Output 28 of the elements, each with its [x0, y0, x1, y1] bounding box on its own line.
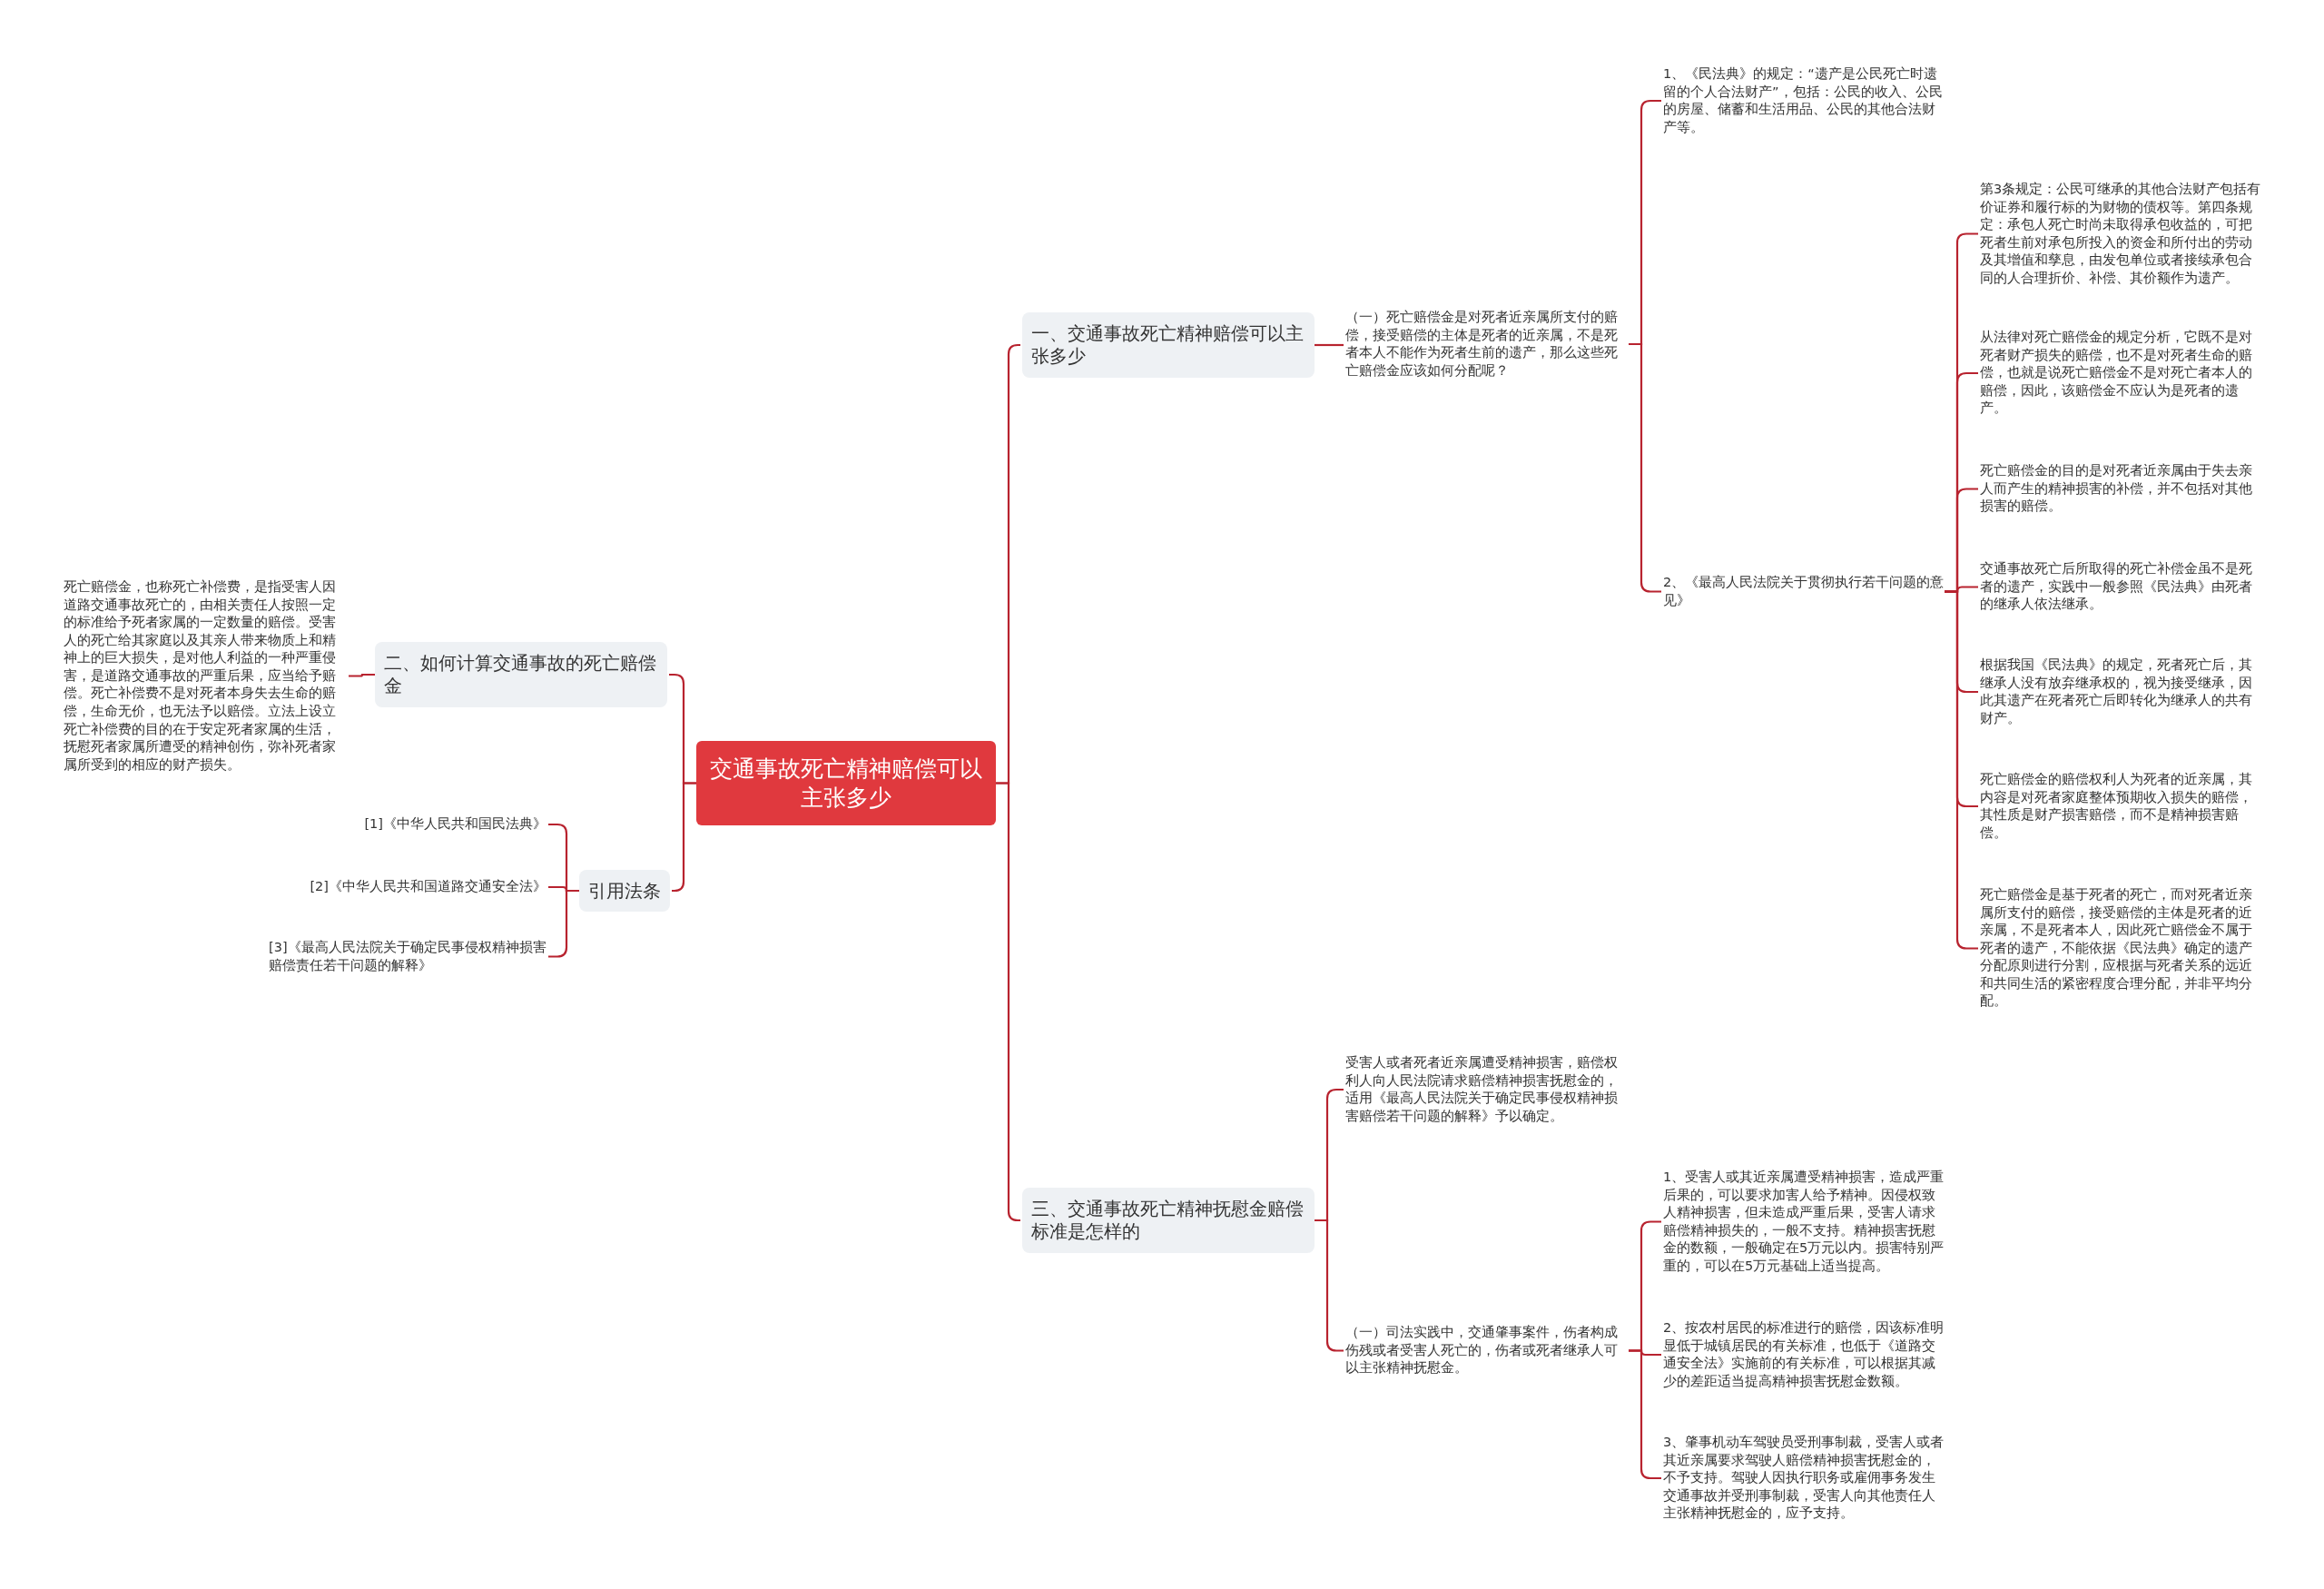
topic-box: 引用法条 — [579, 870, 670, 912]
connector-line — [1315, 343, 1344, 347]
note-text: 死亡赔偿金是基于死者的死亡，而对死者近亲属所支付的赔偿，接受赔偿的主体是死者的近亲属，不是死者本人，因此死亡赔偿金不属于死者的遗产，不能依据《民法典》确定的遗产分配原则进行分割，应根据与死者关系的远近和共同生活的紧密程度合理分配，并非平均分配。 — [1980, 886, 2263, 1011]
note-text: [3]《最高人民法院关于确定民事侵权精神损害赔偿责任若干问题的解释》 — [269, 939, 547, 975]
note-text: [1]《中华人民共和国民法典》 — [309, 815, 547, 834]
central-topic: 交通事故死亡精神赔偿可以主张多少 — [696, 741, 996, 825]
note-text: 受害人或者死者近亲属遭受精神损害，赔偿权利人向人民法院请求赔偿精神损害抚慰金的，适用《最高人民法院关于确定民事侵权精神损害赔偿若干问题的解释》予以确定。 — [1345, 1054, 1629, 1126]
note-text: （一）司法实践中，交通肇事案件，伤者构成伤残或者受害人死亡的，伤者或死者继承人可以主张精神抚慰金。 — [1345, 1324, 1629, 1377]
note-text: 3、肇事机动车驾驶员受刑事制裁，受害人或者其近亲属要求驾驶人赔偿精神损害抚慰金的，不予支持。驾驶人因执行职务或雇佣事务发生交通事故并受刑事制裁，受害人向其他责任人主张精神抚慰金的，应予支持。 — [1663, 1434, 1945, 1523]
note-text: 1、《民法典》的规定：“遗产是公民死亡时遗留的个人合法财产”，包括：公民的收入、公民的房屋、储蓄和生活用品、公民的其他合法财产等。 — [1663, 65, 1945, 137]
note-text: 1、受害人或其近亲属遭受精神损害，造成严重后果的，可以要求加害人给予精神。因侵权致人精神损害，但未造成严重后果，受害人请求赔偿精神损失的，一般不支持。精神损害抚慰金的数额，一般确定在5万元以内。损害特别严重的，可以在5万元基础上适当提高。 — [1663, 1169, 1945, 1276]
note-text: 2、按农村居民的标准进行的赔偿，因该标准明显低于城镇居民的有关标准，也低于《道路交通安全法》实施前的有关标准，可以根据其减少的差距适当提高精神损害抚慰金数额。 — [1663, 1319, 1945, 1391]
note-text: 第3条规定：公民可继承的其他合法财产包括有价证券和履行标的为财物的债权等。第四条规定：承包人死亡时尚未取得承包收益的，可把死者生前对承包所投入的资金和所付出的劳动及其增值和孳息，由发包单位或者接续承包合同的人合理折价、补偿、其价额作为遗产。 — [1980, 181, 2263, 288]
note-text: 2、《最高人民法院关于贯彻执行若干问题的意见》 — [1663, 574, 1945, 610]
note-text: （一）死亡赔偿金是对死者近亲属所支付的赔偿，接受赔偿的主体是死者的近亲属，不是死者本人不能作为死者生前的遗产，那么这些死亡赔偿金应该如何分配呢？ — [1345, 309, 1629, 380]
connector-line — [672, 782, 696, 893]
note-text: 死亡赔偿金，也称死亡补偿费，是指受害人因道路交通事故死亡的，由相关责任人按照一定的标准给予死者家属的一定数量的赔偿。受害人的死亡给其家庭以及其亲人带来物质上和精神上的巨大损失，是对他人利益的一种严重侵害，是道路交通事故的严重后果，应当给予赔偿。死亡补偿费不是对死者本身失去生命的赔偿，生命无价，也无法予以赔偿。立法上设立死亡补偿费的目的在于安定死者家属的生活，抚慰死者家属所遭受的精神创伤，弥补死者家属所受到的相应的财产损失。 — [64, 578, 347, 775]
note-text: 交通事故死亡后所取得的死亡补偿金虽不是死者的遗产，实践中一般参照《民法典》由死者的继承人依法继承。 — [1980, 560, 2263, 614]
connector-line — [349, 673, 375, 677]
note-text: [2]《中华人民共和国道路交通安全法》 — [272, 878, 547, 896]
note-text: 死亡赔偿金的目的是对死者近亲属由于失去亲人而产生的精神损害的补偿，并不包括对其他损害的赔偿。 — [1980, 462, 2263, 516]
connector-line — [996, 782, 1021, 1222]
topic-box: 一、交通事故死亡精神赔偿可以主张多少 — [1022, 312, 1315, 378]
note-text: 从法律对死亡赔偿金的规定分析，它既不是对死者财产损失的赔偿，也不是对死者生命的赔偿，也就是说死亡赔偿金不是对死亡者本人的赔偿，因此，该赔偿金不应认为是死者的遗产。 — [1980, 329, 2263, 418]
note-text: 死亡赔偿金的赔偿权利人为死者的近亲属，其内容是对死者家庭整体预期收入损失的赔偿，其性质是财产损害赔偿，而不是精神损害赔偿。 — [1980, 771, 2263, 843]
topic-box: 二、如何计算交通事故的死亡赔偿金 — [375, 642, 667, 707]
note-text: 根据我国《民法典》的规定，死者死亡后，其继承人没有放弃继承权的，视为接受继承，因此其遗产在死者死亡后即转化为继承人的共有财产。 — [1980, 656, 2263, 728]
topic-box: 三、交通事故死亡精神抚慰金赔偿标准是怎样的 — [1022, 1188, 1315, 1253]
